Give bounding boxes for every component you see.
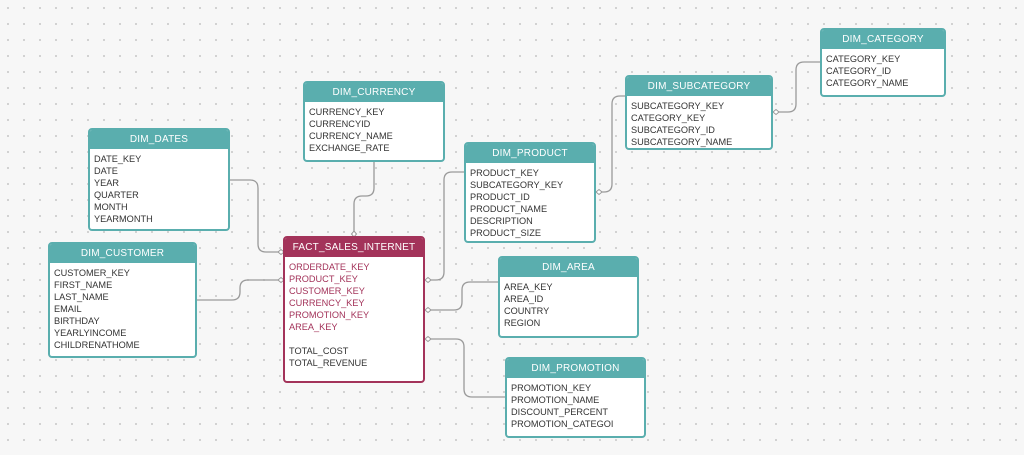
field-row[interactable]: CURRENCY_NAME	[309, 131, 393, 141]
field-row[interactable]: PROMOTION_CATEGOI	[511, 419, 614, 429]
field-row[interactable]: QUARTER	[94, 190, 139, 200]
dim-dates-table[interactable]: DIM_DATES DATE_KEY DATE YEAR QUARTER MON…	[88, 128, 230, 231]
link-currency-fact[interactable]	[353, 162, 375, 237]
field-row[interactable]: YEARLYINCOME	[54, 328, 127, 338]
table-fields: CATEGORY_KEY CATEGORY_ID CATEGORY_NAME	[822, 49, 944, 89]
field-row[interactable]: YEAR	[94, 178, 120, 188]
dim-promotion-table[interactable]: DIM_PROMOTION PROMOTION_KEY PROMOTION_NA…	[505, 357, 646, 438]
fact-sales-internet-table[interactable]: FACT_SALES_INTERNET ORDERDATE_KEY PRODUC…	[283, 236, 425, 383]
key-field-row[interactable]: PRODUCT_KEY	[289, 274, 358, 284]
field-row[interactable]: YEARMONTH	[94, 214, 153, 224]
connector-markers	[277, 108, 780, 343]
table-title: FACT_SALES_INTERNET	[285, 238, 423, 257]
table-fields: CUSTOMER_KEY FIRST_NAME LAST_NAME EMAIL …	[50, 263, 195, 351]
field-row[interactable]: CATEGORY_ID	[826, 66, 892, 76]
field-row[interactable]: CATEGORY_KEY	[631, 113, 706, 123]
table-title: DIM_PROMOTION	[507, 359, 644, 378]
field-row[interactable]: CATEGORY_KEY	[826, 54, 901, 64]
field-row[interactable]: BIRTHDAY	[54, 316, 100, 326]
field-row[interactable]: CATEGORY_NAME	[826, 78, 909, 88]
field-row[interactable]: PRODUCT_ID	[470, 192, 530, 202]
dim-area-table[interactable]: DIM_AREA AREA_KEY AREA_ID COUNTRY REGION	[498, 256, 639, 338]
table-title: DIM_CATEGORY	[822, 30, 944, 49]
dim-customer-table[interactable]: DIM_CUSTOMER CUSTOMER_KEY FIRST_NAME LAS…	[48, 242, 197, 358]
field-row[interactable]: SUBCATEGORY_ID	[631, 125, 715, 135]
dim-category-table[interactable]: DIM_CATEGORY CATEGORY_KEY CATEGORY_ID CA…	[820, 28, 946, 97]
field-row[interactable]: FIRST_NAME	[54, 280, 113, 290]
field-row[interactable]: PRODUCT_NAME	[470, 204, 548, 214]
link-area-fact[interactable]	[425, 281, 498, 311]
field-row[interactable]: REGION	[504, 318, 541, 328]
field-row[interactable]: PROMOTION_NAME	[511, 395, 600, 405]
field-row[interactable]: CHILDRENATHOME	[54, 340, 140, 350]
field-row[interactable]: DATE_KEY	[94, 154, 142, 164]
measure-field-row[interactable]: TOTAL_COST	[289, 346, 349, 356]
table-title: DIM_CUSTOMER	[50, 244, 195, 263]
field-row[interactable]: EXCHANGE_RATE	[309, 143, 390, 153]
field-row[interactable]: COUNTRY	[504, 306, 550, 316]
field-row[interactable]: SUBCATEGORY_NAME	[631, 137, 733, 147]
field-row[interactable]: LAST_NAME	[54, 292, 109, 302]
field-row[interactable]: CURRENCYID	[309, 119, 371, 129]
dim-subcategory-table[interactable]: DIM_SUBCATEGORY SUBCATEGORY_KEY CATEGORY…	[625, 75, 773, 150]
field-row[interactable]: SUBCATEGORY_KEY	[631, 101, 725, 111]
dim-product-table[interactable]: DIM_PRODUCT PRODUCT_KEY SUBCATEGORY_KEY …	[464, 142, 596, 243]
field-spacer	[289, 333, 419, 345]
link-subcategory-product[interactable]	[596, 95, 626, 193]
link-promotion-fact[interactable]	[425, 338, 505, 398]
table-title: DIM_CURRENCY	[305, 83, 443, 102]
field-row[interactable]: SUBCATEGORY_KEY	[470, 180, 564, 190]
link-dates-fact[interactable]	[230, 179, 284, 253]
link-product-fact[interactable]	[425, 171, 464, 281]
table-fields: SUBCATEGORY_KEY CATEGORY_KEY SUBCATEGORY…	[627, 96, 771, 148]
table-title: DIM_SUBCATEGORY	[627, 77, 771, 96]
table-title: DIM_DATES	[90, 130, 228, 149]
field-row[interactable]: EMAIL	[54, 304, 82, 314]
key-field-row[interactable]: ORDERDATE_KEY	[289, 262, 370, 272]
table-title: DIM_PRODUCT	[466, 144, 594, 163]
field-row[interactable]: AREA_KEY	[504, 282, 553, 292]
dim-currency-table[interactable]: DIM_CURRENCY CURRENCY_KEY CURRENCYID CUR…	[303, 81, 445, 162]
field-row[interactable]: PRODUCT_KEY	[470, 168, 539, 178]
table-fields: ORDERDATE_KEY PRODUCT_KEY CUSTOMER_KEY C…	[285, 257, 423, 369]
table-title: DIM_AREA	[500, 258, 637, 277]
field-row[interactable]: CUSTOMER_KEY	[54, 268, 130, 278]
field-row[interactable]: PROMOTION_KEY	[511, 383, 592, 393]
table-fields: DATE_KEY DATE YEAR QUARTER MONTH YEARMON…	[90, 149, 228, 225]
field-row[interactable]: MONTH	[94, 202, 128, 212]
link-category-subcategory[interactable]	[773, 61, 820, 113]
field-row[interactable]: DATE	[94, 166, 118, 176]
table-fields: PRODUCT_KEY SUBCATEGORY_KEY PRODUCT_ID P…	[466, 163, 594, 239]
link-customer-fact[interactable]	[197, 279, 284, 301]
key-field-row[interactable]: CURRENCY_KEY	[289, 298, 365, 308]
table-fields: PROMOTION_KEY PROMOTION_NAME DISCOUNT_PE…	[507, 378, 644, 430]
key-field-row[interactable]: AREA_KEY	[289, 322, 338, 332]
key-field-row[interactable]: PROMOTION_KEY	[289, 310, 370, 320]
field-row[interactable]: AREA_ID	[504, 294, 544, 304]
field-row[interactable]: CURRENCY_KEY	[309, 107, 385, 117]
table-fields: AREA_KEY AREA_ID COUNTRY REGION	[500, 277, 637, 329]
field-row[interactable]: PRODUCT_SIZE	[470, 228, 541, 238]
table-fields: CURRENCY_KEY CURRENCYID CURRENCY_NAME EX…	[305, 102, 443, 154]
field-row[interactable]: DESCRIPTION	[470, 216, 533, 226]
key-field-row[interactable]: CUSTOMER_KEY	[289, 286, 365, 296]
field-row[interactable]: DISCOUNT_PERCENT	[511, 407, 608, 417]
measure-field-row[interactable]: TOTAL_REVENUE	[289, 358, 368, 368]
